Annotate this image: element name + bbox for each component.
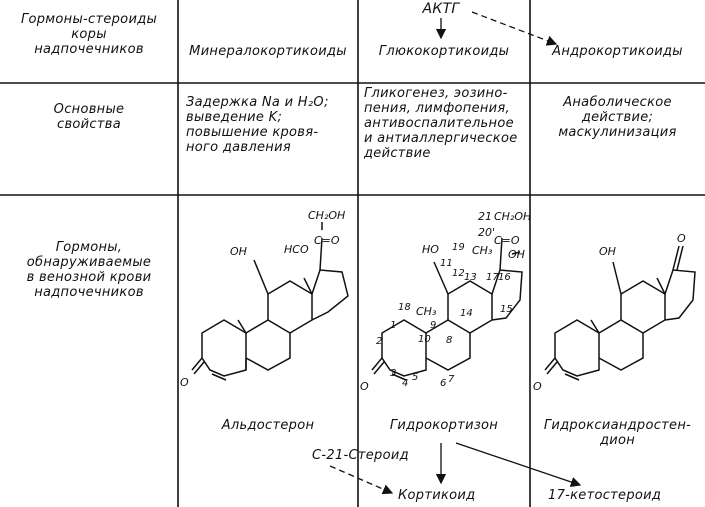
hydrocortisone-ch2oh-label: CH₂OH (494, 210, 530, 223)
hc-num-14: 14 (460, 308, 473, 319)
column-header-androcorticoids: Андрокортикоиды (552, 44, 683, 59)
aldosterone-ch2oh-label: CH₂OH (308, 209, 345, 222)
hydrocortisone-co-label: C=O (494, 234, 520, 247)
acth-label: АКТГ (422, 1, 460, 17)
hc-num-3: 3 (390, 368, 396, 379)
hc-num-19: 19 (452, 242, 465, 253)
hc-num-13: 13 (464, 272, 477, 283)
hc-num-6: 6 (440, 378, 446, 389)
hc-num-16: 16 (498, 272, 511, 283)
hc-num-18: 18 (398, 302, 411, 313)
hydrocortisone-c21-label: 21 (478, 210, 492, 223)
hydrocortisone-oh-label: OH (508, 248, 525, 261)
aldosterone-o-label: O (180, 376, 189, 389)
hydroxyandrostenedione-structure: OH O O (533, 232, 696, 393)
c21-steroid-label: С-21-Стероид (312, 448, 409, 463)
aldosterone-co-label: C=O (314, 234, 340, 247)
hc-num-10: 10 (418, 334, 431, 345)
hc-num-8: 8 (446, 335, 452, 346)
hc-num-1: 1 (390, 320, 396, 331)
acth-arrow-andro (471, 11, 558, 46)
corticoid-label: Кортикоид (398, 488, 476, 503)
arrow-c21-dashed (329, 465, 394, 495)
hc-num-17: 17 (486, 272, 499, 283)
column-header-glucocorticoids: Глюкокортикоиды (378, 44, 510, 59)
header-row-label: Гормоны-стероиды коры надпочечников (20, 12, 158, 57)
properties-row-label: Основные свойства (53, 102, 125, 132)
hydrocortisone-structure: HO 21 CH₂OH 20' C=O OH CH₃ CH₃ O 1 2 3 4… (360, 210, 530, 393)
hc-num-15: 15 (500, 304, 513, 315)
hydrocortisone-name: Гидрокортизон (389, 418, 499, 433)
aldosterone-hco-label: HCO (284, 243, 309, 256)
hydrocortisone-ch3-top: CH₃ (472, 244, 493, 257)
aldosterone-structure: OH HCO CH₂OH C=O O (180, 209, 349, 389)
hydrocortisone-ho-label: HO (422, 243, 439, 256)
hc-num-11: 11 (440, 258, 453, 269)
hydrocortisone-o-label: O (360, 380, 369, 393)
hc-num-2: 2 (376, 336, 382, 347)
ketosteroid-label: 17-кетостероид (548, 488, 662, 503)
properties-androcorticoids: Анаболическое действие; маскулинизация (558, 95, 677, 140)
properties-mineralocorticoids: Задержка Na и H₂O; выведение K; повышени… (186, 95, 329, 155)
hydroxyandrostenedione-name: Гидроксиандростен- дион (543, 418, 692, 448)
arrow-to-ketosteroid (455, 442, 582, 488)
hydrocortisone-ch3-mid: CH₃ (416, 305, 437, 318)
hydroxyandrostenedione-o-top-label: O (677, 232, 686, 245)
hydroxyandrostenedione-o-label: O (533, 380, 542, 393)
hc-num-5: 5 (412, 372, 418, 383)
hormones-row-label: Гормоны, обнаруживаемые в венозной крови… (26, 240, 152, 300)
properties-glucocorticoids: Гликогенез, эозино- пения, лимфопения, а… (364, 86, 518, 161)
hc-num-12: 12 (452, 268, 465, 279)
hc-num-4: 4 (402, 378, 408, 389)
column-header-mineralocorticoids: Минералокортикоиды (189, 44, 347, 59)
hc-num-7: 7 (448, 374, 455, 385)
aldosterone-oh-label: OH (230, 245, 247, 258)
hc-num-9: 9 (430, 320, 436, 331)
aldosterone-name: Альдостерон (221, 418, 315, 433)
hydroxyandrostenedione-oh-label: OH (599, 245, 616, 258)
hydrocortisone-c20-label: 20' (478, 226, 495, 239)
